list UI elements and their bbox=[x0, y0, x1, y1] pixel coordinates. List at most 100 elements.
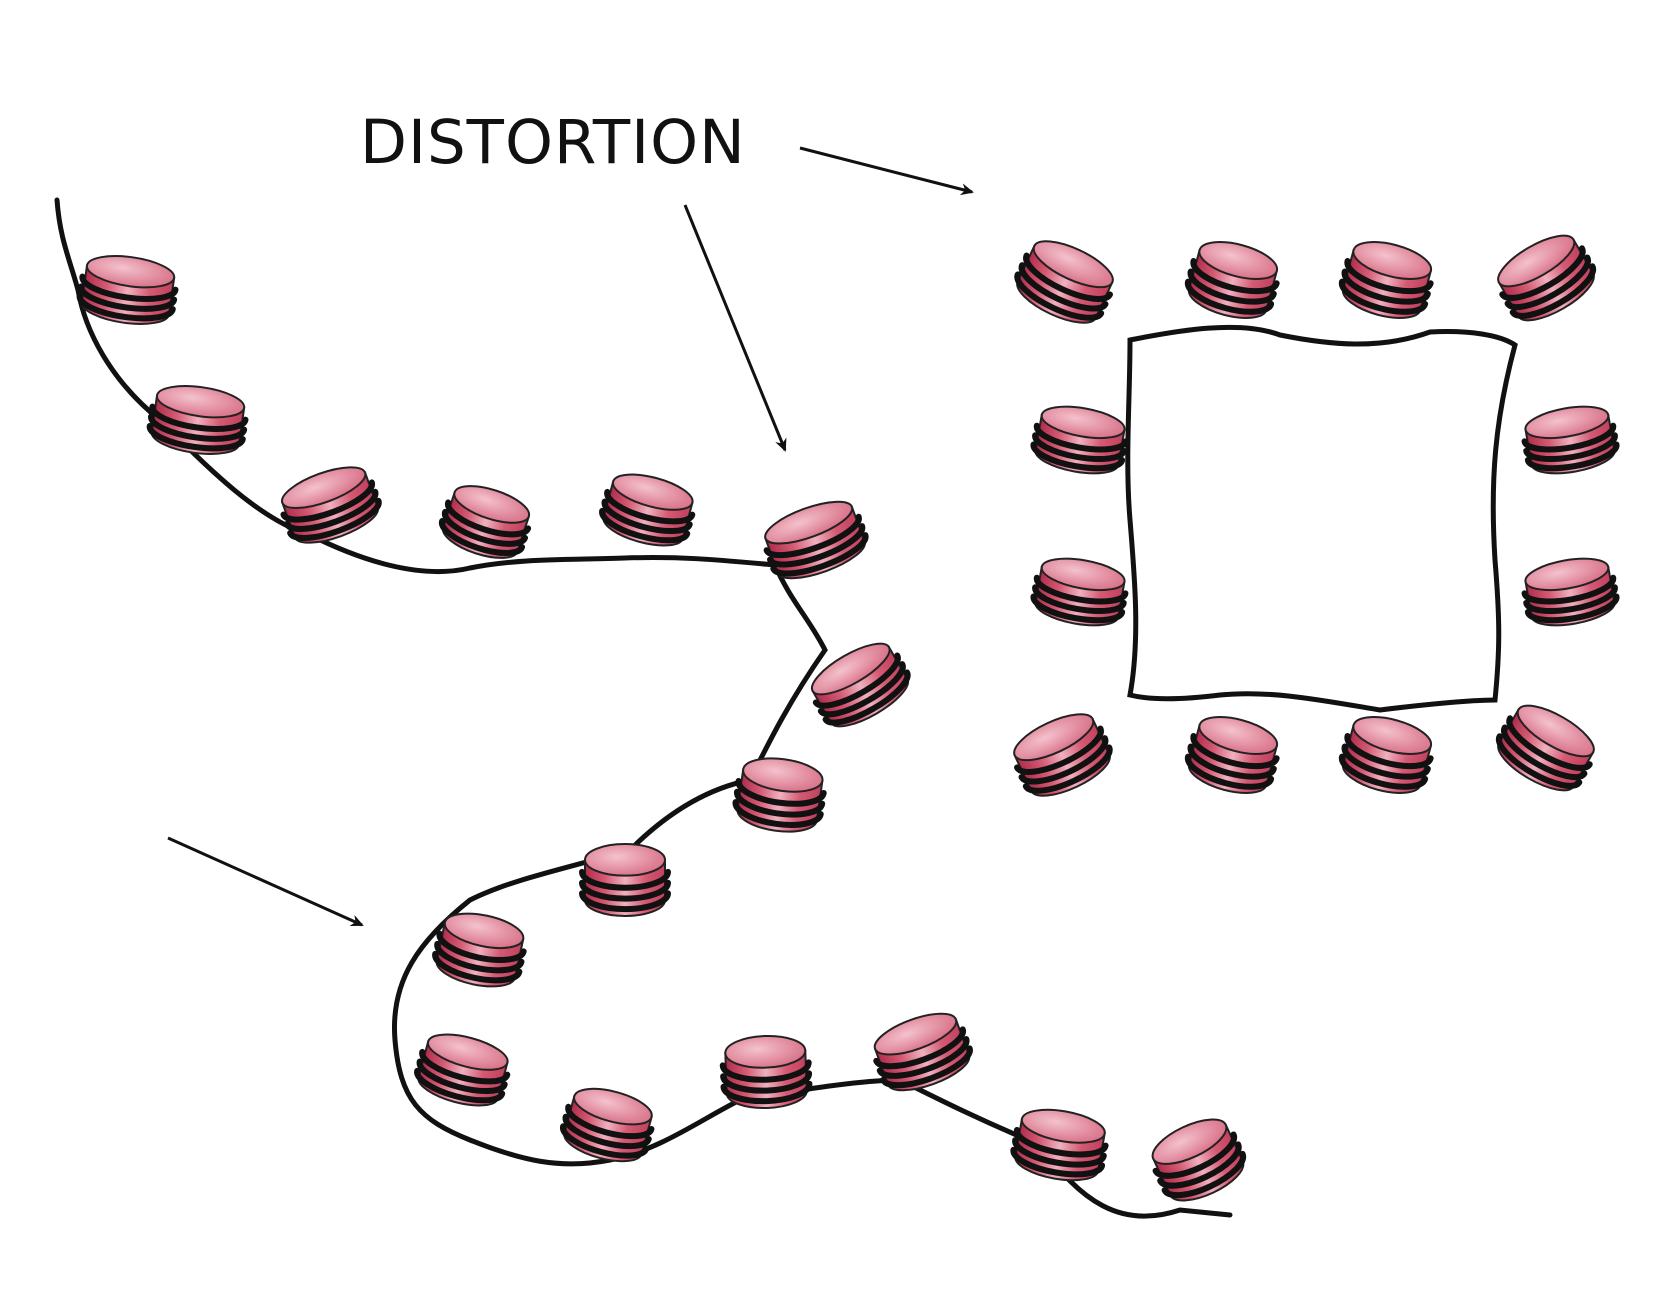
dna-wrap bbox=[280, 479, 376, 523]
chain-nucleosome bbox=[432, 912, 527, 988]
chain-nucleosome bbox=[146, 385, 249, 455]
dna-wrap bbox=[876, 1036, 970, 1079]
dna-wrap bbox=[880, 1045, 973, 1089]
dna-wrap bbox=[1032, 584, 1127, 614]
ring-nucleosome bbox=[1013, 713, 1113, 797]
chain-nucleosome bbox=[599, 473, 696, 547]
chain-nucleosome bbox=[873, 1012, 973, 1092]
dna-wrap bbox=[599, 507, 691, 544]
ring-nucleosome bbox=[1497, 234, 1597, 322]
dna-wrap bbox=[76, 292, 176, 322]
dna-wrap bbox=[1023, 252, 1113, 302]
dna-wrap bbox=[1161, 1150, 1247, 1199]
dna-wrap bbox=[436, 930, 527, 963]
dna-wrap bbox=[1030, 593, 1126, 624]
chain-nucleosome bbox=[1151, 1118, 1247, 1202]
dna-wrap bbox=[720, 1070, 813, 1094]
dna-wrap bbox=[79, 273, 179, 302]
dna-wrap bbox=[419, 1048, 511, 1085]
dna-wrap bbox=[1523, 432, 1618, 462]
dna-wrap bbox=[1184, 753, 1275, 790]
dna-wrap bbox=[817, 661, 906, 718]
ring-nucleosome bbox=[1338, 241, 1434, 319]
dna-wrap bbox=[1187, 743, 1277, 780]
dna-wrap bbox=[735, 777, 827, 807]
dna-wrap bbox=[149, 403, 249, 432]
ring-nucleosome bbox=[1184, 716, 1280, 794]
dna-wrap bbox=[1338, 753, 1429, 790]
chain-nucleosome bbox=[414, 1033, 511, 1107]
dna-wrap bbox=[1032, 432, 1127, 462]
dna-wrap bbox=[1501, 724, 1588, 781]
dna-wrap bbox=[1344, 258, 1434, 295]
dna-wrap bbox=[1509, 263, 1597, 319]
dna-wrap bbox=[287, 497, 382, 541]
dna-wrap bbox=[1495, 733, 1583, 789]
dna-wrap bbox=[1152, 1131, 1238, 1179]
chain-dna-strand bbox=[54, 197, 1233, 1219]
dna-wrap bbox=[444, 499, 532, 538]
chain-nucleosome bbox=[763, 500, 869, 580]
dna-wrap bbox=[1506, 715, 1593, 771]
dna-wrap bbox=[1030, 441, 1126, 472]
ring-nucleosome bbox=[1495, 704, 1595, 792]
dna-wrap bbox=[579, 868, 671, 891]
chain-nucleosome bbox=[732, 757, 827, 833]
dna-wrap bbox=[146, 422, 246, 452]
dna-wrap bbox=[1033, 574, 1129, 605]
chain-nucleosome bbox=[810, 642, 911, 728]
dna-wrap bbox=[1187, 268, 1277, 305]
dna-wrap bbox=[1341, 743, 1431, 780]
dna-wrap bbox=[1157, 1141, 1242, 1189]
dna-wrap bbox=[579, 879, 671, 902]
dna-wrap bbox=[732, 799, 824, 828]
arrows bbox=[167, 146, 974, 927]
distortion-label: DISTORTION bbox=[360, 107, 746, 178]
dna-wrap bbox=[1523, 584, 1618, 614]
dna-wrap bbox=[438, 518, 526, 556]
dna-wrap bbox=[1499, 245, 1586, 301]
chain-nucleosome bbox=[579, 843, 671, 917]
ring-nucleosome bbox=[1030, 557, 1129, 627]
dna-wrap bbox=[1341, 268, 1431, 305]
dna-wrap bbox=[873, 1026, 966, 1070]
dna-wrap bbox=[1338, 278, 1429, 315]
arrow-to-chain-loop bbox=[167, 836, 364, 927]
ring-dna-strand bbox=[1125, 324, 1518, 713]
dna-wrap bbox=[78, 283, 178, 312]
chain-nucleosome bbox=[559, 1087, 655, 1163]
dna-wrap bbox=[414, 1067, 506, 1104]
dna-wrap bbox=[1524, 593, 1620, 624]
dna-wrap bbox=[812, 652, 901, 709]
dna-wrap bbox=[763, 513, 862, 559]
nucleosome-layer bbox=[76, 234, 1620, 1202]
dna-wrap bbox=[601, 498, 693, 534]
dna-wrap bbox=[1190, 733, 1280, 770]
dna-wrap bbox=[1012, 1137, 1107, 1168]
dna-wrap bbox=[1018, 735, 1109, 785]
chain-nucleosome bbox=[280, 466, 382, 544]
ring-nucleosome bbox=[1338, 716, 1434, 794]
dna-wrap bbox=[1022, 744, 1113, 794]
dna-wrap bbox=[719, 1059, 812, 1083]
dna-wrap bbox=[579, 890, 671, 913]
dna-wrap bbox=[604, 488, 696, 525]
dna-wrap bbox=[720, 1080, 813, 1105]
ring-nucleosome bbox=[1521, 557, 1620, 627]
dna-wrap bbox=[441, 508, 529, 547]
dna-wrap bbox=[1018, 262, 1109, 312]
ring-nucleosome bbox=[1014, 240, 1114, 324]
chain-nucleosome bbox=[438, 485, 532, 559]
dna-wrap bbox=[559, 1123, 650, 1159]
dna-wrap bbox=[1010, 1146, 1106, 1178]
chain-nucleosome bbox=[719, 1034, 813, 1110]
dna-wrap bbox=[1014, 271, 1105, 321]
dna-wrap bbox=[734, 788, 826, 818]
arrow-to-chain-bend bbox=[683, 204, 787, 452]
arrow-to-ring bbox=[799, 146, 974, 196]
dna-wrap bbox=[1504, 254, 1591, 311]
dna-wrap bbox=[283, 488, 379, 532]
dna-wrap bbox=[1521, 422, 1617, 453]
dna-wrap bbox=[1344, 733, 1434, 770]
